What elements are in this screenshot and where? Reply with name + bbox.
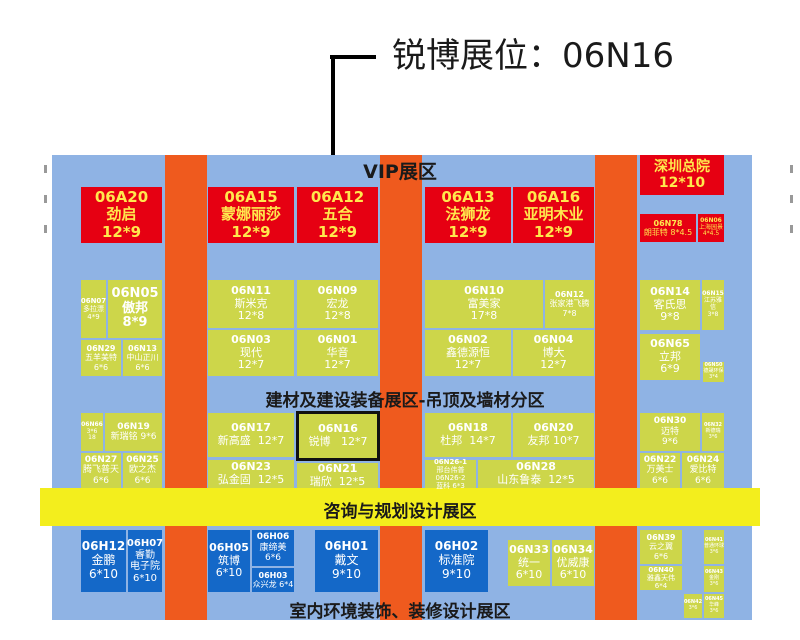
booth-06n28[interactable]: 06N28 山东鲁泰 12*5 bbox=[478, 460, 594, 488]
callout-line bbox=[330, 55, 376, 59]
booth-06n02[interactable]: 06N02 鑫德源恒 12*7 bbox=[425, 330, 511, 376]
booth-06n12[interactable]: 06N12 张家港飞腾 7*8 bbox=[545, 280, 594, 328]
booth-06n05[interactable]: 06N05 傲邦 8*9 bbox=[108, 280, 162, 338]
booth-shenzhen[interactable]: 深圳总院 12*10 bbox=[640, 155, 724, 195]
booth-06n43[interactable]: 06N43 金刚 3*6 bbox=[704, 566, 724, 592]
edge-tick bbox=[44, 165, 47, 173]
edge-tick bbox=[44, 195, 47, 203]
aisle-1 bbox=[165, 155, 207, 620]
booth-06h05[interactable]: 06H05 筑博 6*10 bbox=[208, 530, 250, 592]
zone-building-label: 建材及建设装备展区-吊顶及墙材分区 bbox=[265, 391, 545, 411]
booth-06n30[interactable]: 06N30 迈特 9*6 bbox=[640, 413, 700, 451]
booth-06h12[interactable]: 06H12 金鹏 6*10 bbox=[81, 530, 126, 592]
booth-06h06[interactable]: 06H06 康缔美 6*6 bbox=[252, 530, 294, 566]
booth-06a13[interactable]: 06A13 法狮龙 12*9 bbox=[425, 187, 511, 243]
booth-06h03[interactable]: 06H03 众兴龙 6*4 bbox=[252, 568, 294, 592]
edge-tick bbox=[790, 225, 793, 233]
booth-06n04[interactable]: 06N04 博大 12*7 bbox=[513, 330, 594, 376]
booth-06n19[interactable]: 06N19 新瑞铭 9*6 bbox=[105, 413, 162, 451]
booth-06a12[interactable]: 06A12 五合 12*9 bbox=[297, 187, 378, 243]
booth-06n20[interactable]: 06N20 友邦 10*7 bbox=[513, 413, 594, 457]
edge-tick bbox=[790, 195, 793, 203]
booth-06n65[interactable]: 06N65 立邦 6*9 bbox=[640, 334, 700, 380]
booth-06a15[interactable]: 06A15 蒙娜丽莎 12*9 bbox=[208, 187, 294, 243]
booth-06n10[interactable]: 06N10 富美家 17*8 bbox=[425, 280, 543, 328]
booth-06n32[interactable]: 06N32 新德瑞 3*6 bbox=[702, 413, 724, 451]
booth-06n50[interactable]: 06N50 德晟环保 3*4 bbox=[703, 362, 724, 382]
booth-06h02[interactable]: 06H02 标准院 9*10 bbox=[425, 530, 488, 592]
consult-zone-band bbox=[40, 488, 760, 526]
edge-tick bbox=[44, 225, 47, 233]
booth-06n78[interactable]: 06N78 朗菲特 8*4.5 bbox=[640, 214, 696, 242]
booth-06n42[interactable]: 06N42 3*6 bbox=[684, 594, 702, 618]
zone-vip-label: VIP展区 bbox=[363, 161, 437, 183]
booth-06h07[interactable]: 06H07 睿勤 电子院 6*10 bbox=[127, 530, 163, 592]
booth-06a16[interactable]: 06A16 亚明木业 12*9 bbox=[513, 187, 594, 243]
header: 锐博展位：06N16 bbox=[330, 36, 730, 76]
booth-06n25[interactable]: 06N25 欧之杰 6*6 bbox=[123, 453, 162, 488]
booth-06n06[interactable]: 06N06 上海园景 4*4.5 bbox=[698, 214, 724, 242]
booth-06n40[interactable]: 06N40 雅鑫天伟 6*4 bbox=[640, 566, 682, 590]
booth-06n03[interactable]: 06N03 现代 12*7 bbox=[208, 330, 294, 376]
booth-06n11[interactable]: 06N11 斯米克 12*8 bbox=[208, 280, 294, 328]
booth-06n09[interactable]: 06N09 宏龙 12*8 bbox=[297, 280, 378, 328]
booth-06n17[interactable]: 06N17 新高盛 12*7 bbox=[208, 413, 294, 457]
booth-06n15[interactable]: 06N15 江苏雅信 3*8 bbox=[702, 280, 724, 330]
booth-06n23[interactable]: 06N23 弘金固 12*5 bbox=[208, 460, 294, 488]
booth-06h01[interactable]: 06H01 戴文 9*10 bbox=[315, 530, 378, 592]
booth-06n33[interactable]: 06N33 统一 6*10 bbox=[508, 540, 550, 586]
booth-06n07[interactable]: 06N07 多拉漂 4*9 bbox=[81, 280, 106, 338]
zone-interior-label: 室内环境装饰、装修设计展区 bbox=[289, 602, 511, 622]
booth-06n41[interactable]: 06N41 普通环球 3*6 bbox=[704, 530, 724, 564]
booth-callout-label: 锐博展位：06N16 bbox=[392, 36, 674, 76]
booth-06n22[interactable]: 06N22 万美士 6*6 bbox=[640, 453, 680, 488]
zone-consult-label: 咨询与规划设计展区 bbox=[323, 502, 477, 522]
booth-06n34[interactable]: 06N34 优威康 6*10 bbox=[552, 540, 594, 586]
booth-06n13[interactable]: 06N13 中山正川 6*6 bbox=[123, 340, 162, 376]
booth-06n21[interactable]: 06N21 瑞欣 12*5 bbox=[297, 462, 378, 488]
booth-06n45[interactable]: 06N45 华峰 3*6 bbox=[704, 594, 724, 618]
booth-06n39[interactable]: 06N39 云之翼 6*6 bbox=[640, 530, 682, 564]
booth-06n27[interactable]: 06N27 腾飞普天 6*6 bbox=[81, 453, 121, 488]
booth-06n26[interactable]: 06N26-1 邢台伟普 06N26-2 蓝科 6*3 bbox=[425, 458, 476, 490]
aisle-3 bbox=[595, 155, 637, 620]
edge-tick bbox=[790, 165, 793, 173]
aisle-2 bbox=[380, 155, 422, 620]
booth-06n24[interactable]: 06N24 爱比特 6*6 bbox=[682, 453, 724, 488]
booth-06n14[interactable]: 06N14 客氏思 9*8 bbox=[640, 280, 700, 330]
booth-06n66[interactable]: 06N66 3*6 18 bbox=[81, 413, 103, 451]
booth-06a20[interactable]: 06A20 劲启 12*9 bbox=[81, 187, 162, 243]
booth-06n29[interactable]: 06N29 五羊美特 6*6 bbox=[81, 340, 121, 376]
booth-06n16[interactable]: 06N16 锐博 12*7 bbox=[296, 411, 380, 461]
booth-06n01[interactable]: 06N01 华音 12*7 bbox=[297, 330, 378, 376]
booth-06n18[interactable]: 06N18 杜邦 14*7 bbox=[425, 413, 511, 457]
